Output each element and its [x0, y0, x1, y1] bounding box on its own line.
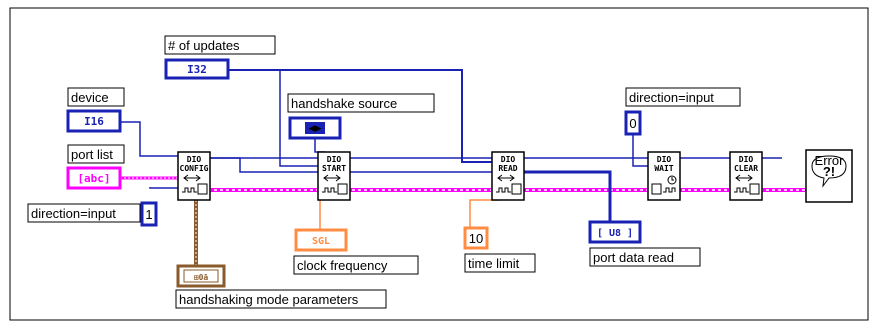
- pulse-train-icon: [322, 187, 337, 193]
- pulse-train-icon: [734, 187, 749, 193]
- cluster-icon: [183, 269, 219, 283]
- abc-terminal-text: [abc]: [77, 172, 110, 185]
- pulse-train-icon: [663, 187, 676, 193]
- direction-left-label-box: [27, 203, 141, 223]
- handshake-source-label-box: [287, 93, 435, 113]
- connector-icon: [749, 183, 760, 195]
- i16-terminal-text: I16: [84, 115, 104, 128]
- time-limit-label: time limit: [468, 256, 520, 271]
- bidirectional-arrow-icon: [497, 174, 515, 182]
- dio-read-line2: READ: [498, 164, 517, 173]
- u8-indicator[interactable]: [588, 220, 642, 244]
- dio-read-line1: DIO: [501, 155, 516, 164]
- error-line2: ?!: [823, 164, 835, 179]
- direction-left-label: direction=input: [31, 206, 116, 221]
- connector-icon: [651, 183, 662, 195]
- pulse-train-icon: [496, 187, 511, 193]
- i32-terminal[interactable]: [164, 58, 230, 80]
- device-wire: [118, 121, 178, 157]
- i16-terminal[interactable]: [66, 109, 122, 133]
- diagram-frame: [9, 7, 869, 321]
- connector-icon: [197, 183, 208, 195]
- dio-config-vi[interactable]: DIO CONFIG: [177, 151, 211, 201]
- port-data-read-label: port data read: [593, 250, 674, 265]
- dio-start-line2: START: [322, 164, 346, 173]
- time-limit-constant[interactable]: [463, 226, 489, 250]
- dio-config-line2: CONFIG: [180, 164, 209, 173]
- handshaking-mode-label-box: [175, 289, 387, 309]
- sgl-terminal[interactable]: [294, 228, 348, 252]
- bidirectional-arrow-icon: [735, 174, 753, 182]
- num-updates-wire: [228, 69, 492, 163]
- clock-frequency-label-box: [293, 255, 419, 275]
- handshake-source-label: handshake source: [291, 96, 397, 111]
- num-updates-label-box: [164, 35, 276, 55]
- abc-terminal[interactable]: [66, 166, 122, 190]
- direction-left-constant[interactable]: [140, 201, 158, 227]
- direction-right-constant[interactable]: [624, 110, 642, 136]
- ring-arrows-icon: [305, 122, 325, 134]
- bidirectional-arrow-icon: [183, 174, 201, 182]
- sgl-terminal-text: SGL: [312, 236, 330, 247]
- num-updates-label: # of updates: [168, 38, 240, 53]
- direction-left-wire: [149, 187, 178, 189]
- direction-left-value: 1: [145, 207, 152, 222]
- dio-clear-line1: DIO: [739, 155, 754, 164]
- ring-arrows-text: ◂▸: [308, 120, 322, 135]
- dio-clear-vi[interactable]: DIO CLEAR: [729, 151, 763, 201]
- clock-frequency-label: clock frequency: [297, 258, 388, 273]
- time-limit-wire: [469, 199, 500, 228]
- handshaking-mode-label: handshaking mode parameters: [179, 292, 359, 307]
- cluster-icon-text: ⊞0ā: [194, 273, 209, 282]
- port-list-label: port list: [71, 147, 113, 162]
- error-line1: Error: [815, 153, 845, 168]
- dio-wait-line2: WAIT: [654, 164, 673, 173]
- dio-config-line1: DIO: [187, 155, 202, 164]
- device-label: device: [71, 90, 109, 105]
- dio-read-vi[interactable]: DIO READ: [491, 151, 525, 201]
- connector-icon: [337, 183, 348, 195]
- direction-right-label-box: [625, 87, 741, 107]
- time-limit-value: 10: [469, 231, 483, 246]
- port-data-read-label-box: [589, 247, 701, 267]
- speech-bubble-icon: [811, 155, 847, 188]
- time-limit-label-box: [464, 253, 536, 273]
- i32-terminal-text: I32: [187, 63, 207, 76]
- connector-icon: [511, 183, 522, 195]
- bidirectional-arrow-icon: [323, 174, 341, 182]
- dio-clear-line2: CLEAR: [734, 164, 758, 173]
- port-data-read-wire: [524, 170, 612, 222]
- direction-right-label: direction=input: [629, 90, 714, 105]
- dio-wait-line1: DIO: [657, 155, 672, 164]
- error-handler-vi[interactable]: Error ?!: [805, 149, 853, 203]
- device-label-box: [67, 87, 125, 107]
- dio-start-vi[interactable]: DIO START: [317, 151, 351, 201]
- direction-right-value: 0: [629, 116, 636, 131]
- dio-wait-vi[interactable]: DIO WAIT: [647, 151, 681, 201]
- direction-right-wire: [632, 134, 652, 167]
- port-list-label-box: [67, 144, 125, 164]
- pulse-train-icon: [182, 187, 197, 193]
- dio-start-line1: DIO: [327, 155, 342, 164]
- u8-indicator-text: [ U8 ]: [597, 228, 633, 239]
